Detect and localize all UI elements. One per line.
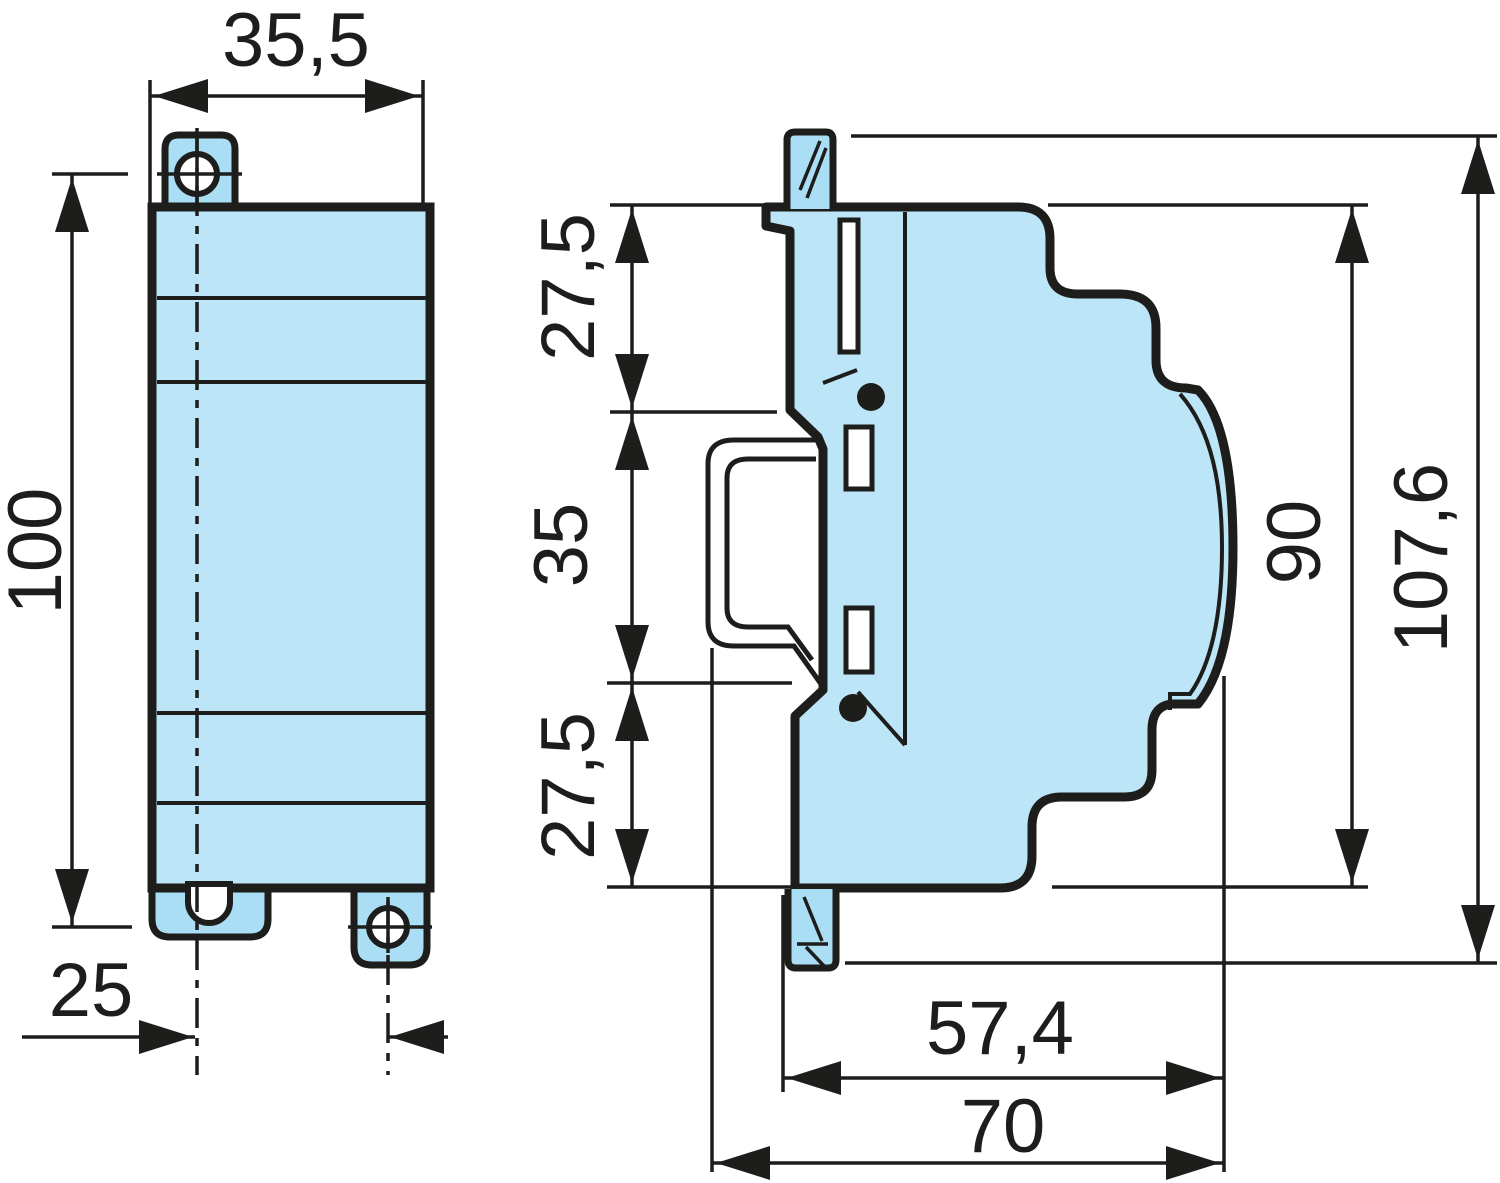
dim-label-lower-section: 27,5 — [526, 712, 611, 860]
side-body — [761, 202, 1238, 893]
arrow-up-icon — [55, 178, 89, 232]
arrow-down-icon — [615, 829, 649, 883]
side-slot-upper — [843, 424, 875, 492]
side-slot-lower — [843, 605, 875, 675]
arrow-up-icon — [1461, 140, 1495, 194]
arrow-up-icon — [615, 209, 649, 263]
arrow-up-icon — [615, 416, 649, 470]
side-rivet-upper — [857, 383, 885, 411]
dim-front-hole-offset: 25 — [22, 948, 448, 1054]
side-inner-diagonal-lower — [856, 690, 907, 747]
dim-label-overall-height: 107,6 — [1379, 463, 1464, 653]
dim-side-overall-height: 107,6 — [845, 134, 1497, 965]
dim-label-hole-offset: 25 — [49, 948, 134, 1033]
din-rail-profile — [705, 437, 824, 686]
dim-side-body-height: 90 — [1048, 203, 1369, 889]
dim-side-sections: 27,5 35 27,5 — [519, 203, 808, 889]
arrow-left-icon — [787, 1061, 841, 1095]
dim-label-body-height: 90 — [1252, 500, 1337, 585]
dim-label-hole-pitch: 100 — [0, 488, 78, 615]
arrow-right-icon — [1166, 1061, 1220, 1095]
dim-label-overall-depth: 70 — [961, 1084, 1046, 1169]
side-front-cover-line — [1168, 392, 1225, 710]
arrow-left-icon — [716, 1146, 770, 1180]
side-view: 27,5 35 27,5 90 107,6 — [519, 128, 1497, 1180]
arrow-up-icon — [615, 687, 649, 741]
arrow-down-icon — [55, 869, 89, 923]
dim-label-front-depth: 57,4 — [926, 986, 1074, 1071]
arrow-left-icon — [154, 79, 208, 113]
dim-side-front-depth: 57,4 — [781, 676, 1226, 1172]
dim-side-overall-depth: 70 — [710, 648, 1224, 1180]
arrow-down-icon — [615, 625, 649, 679]
arrow-right-icon — [139, 1020, 193, 1054]
front-view: 35,5 100 25 — [0, 0, 448, 1075]
arrow-right-icon — [1166, 1146, 1220, 1180]
dim-front-hole-pitch: 100 — [0, 172, 132, 929]
side-slot-tall — [837, 217, 861, 355]
front-body — [147, 202, 435, 893]
arrow-right-icon — [365, 79, 419, 113]
dim-front-width: 35,5 — [148, 0, 425, 203]
arrow-down-icon — [1335, 829, 1369, 883]
side-rivet-lower — [839, 694, 867, 722]
side-inner-diagonal-upper — [822, 368, 858, 385]
arrow-down-icon — [615, 354, 649, 408]
side-bottom-tab — [784, 889, 840, 972]
front-clip-notch — [185, 881, 233, 926]
dim-label-upper-section: 27,5 — [526, 213, 611, 361]
arrow-left-icon — [390, 1020, 444, 1054]
side-top-tab — [783, 128, 837, 209]
arrow-down-icon — [1461, 905, 1495, 959]
arrow-up-icon — [1335, 209, 1369, 263]
dim-label-rail-section: 35 — [519, 503, 604, 588]
dim-label-front-width: 35,5 — [222, 0, 370, 83]
